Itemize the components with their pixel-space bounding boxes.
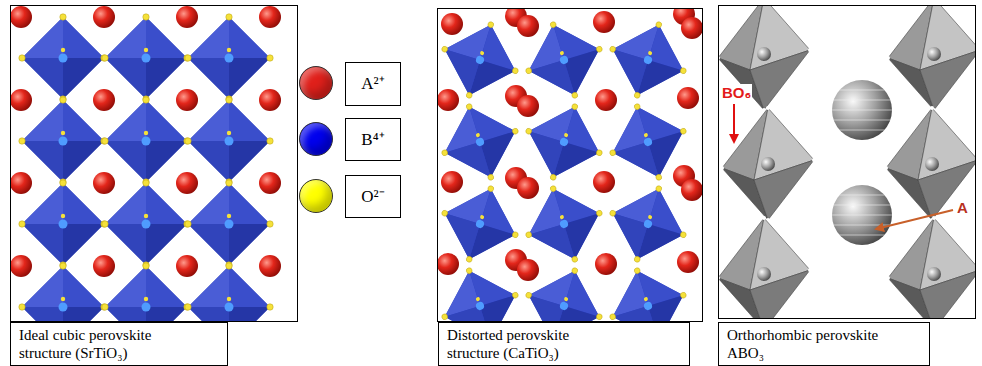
legend-box: O²⁻	[345, 175, 401, 218]
legend-swatch	[299, 122, 333, 156]
octahedron-label: BO₆	[721, 84, 752, 102]
legend-swatch	[299, 179, 333, 213]
site-label: A	[956, 199, 969, 217]
caption-box: Distorted perovskite structure (CaTiO₃)	[438, 322, 690, 366]
legend-text: B⁴⁺	[361, 130, 384, 150]
caption-box: Orthorhombic perovskite ABO₃	[718, 322, 930, 366]
legend-box: A²⁺	[345, 62, 401, 106]
legend-box: B⁴⁺	[345, 118, 401, 161]
caption-text: Distorted perovskite structure (CaTiO₃)	[447, 326, 619, 362]
caption-text: Orthorhombic perovskite ABO₃	[727, 326, 912, 362]
legend-swatch	[299, 66, 333, 100]
caption-box: Ideal cubic perovskite structure (SrTiO₃…	[10, 322, 228, 366]
legend-text: O²⁻	[361, 187, 384, 207]
caption-text: Ideal cubic perovskite structure (SrTiO₃…	[19, 326, 189, 362]
legend-text: A²⁺	[361, 74, 384, 94]
